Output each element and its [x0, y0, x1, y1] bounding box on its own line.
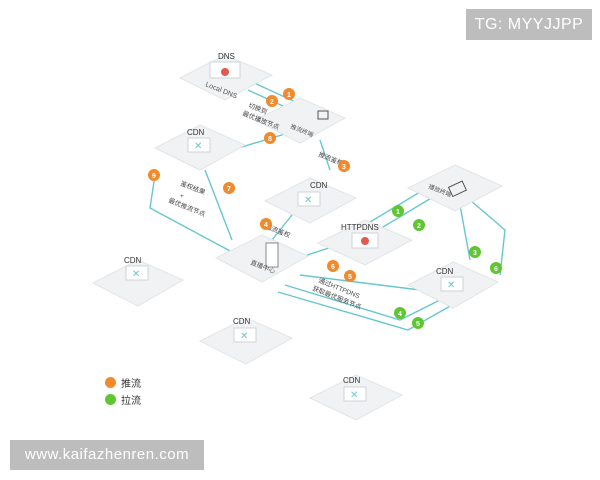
node-cdn-right: ✕ CDN	[406, 261, 500, 309]
line-cdnmid-live	[267, 209, 297, 246]
push-step: 7	[227, 186, 231, 193]
push-step: 2	[270, 99, 274, 106]
node-httpdns: HTTPDNS	[316, 219, 414, 266]
line-play-cdnright-2	[469, 199, 506, 276]
pull-step: 5	[416, 321, 420, 328]
pull-step: 4	[398, 311, 402, 318]
push-steps: 1 2 3 4 5 6 7 8 9	[148, 88, 356, 282]
cdn-left-label: CDN	[124, 256, 142, 265]
pull-step: 3	[473, 250, 477, 257]
cdn-bottom-label: CDN	[343, 376, 361, 385]
line-left-live	[149, 174, 233, 253]
push-step: 8	[268, 136, 272, 143]
legend-push-dot	[105, 377, 116, 388]
httpdns-label: HTTPDNS	[341, 223, 379, 232]
node-cdn-left: ✕ CDN	[91, 256, 185, 307]
video-camera-icon	[317, 110, 329, 120]
node-dns: DNS Local DNS	[178, 52, 274, 101]
pull-step: 6	[494, 266, 498, 273]
node-cdn-bottom-left: ✕ CDN	[198, 317, 294, 365]
cdn-bottom-left-label: CDN	[233, 317, 251, 326]
push-step: 3	[342, 164, 346, 171]
site-watermark: www.kaifazhenren.com	[10, 440, 204, 470]
cdn-right-label: CDN	[436, 267, 454, 276]
annot-plus: +	[180, 193, 184, 200]
annot-optimal-push: 最优推流节点	[167, 196, 207, 219]
network-hub-icon: ✕	[304, 195, 312, 206]
line-play-cdnright	[459, 204, 471, 261]
line-live-cdnright-3	[299, 274, 421, 291]
node-cdn-bottom: ✕ CDN	[308, 374, 404, 421]
push-step: 1	[287, 92, 291, 99]
server-icon	[265, 242, 279, 268]
node-live-center: 直播中心	[214, 234, 310, 283]
pull-step: 2	[417, 223, 421, 230]
gear-icon	[221, 68, 229, 76]
line-push-cdnmid	[319, 139, 331, 171]
network-hub-icon: ✕	[194, 141, 202, 152]
push-step: 6	[331, 264, 335, 271]
legend-pull: 拉流	[105, 392, 141, 407]
gear-icon	[361, 237, 369, 245]
line-cdntop-live	[204, 169, 233, 241]
push-step: 4	[264, 222, 268, 229]
network-hub-icon: ✕	[447, 280, 455, 291]
legend-pull-label: 拉流	[121, 396, 141, 407]
cdn-top-label: CDN	[187, 128, 205, 137]
cdn-mid-label: CDN	[310, 181, 328, 190]
legend-pull-dot	[105, 394, 116, 405]
push-step: 5	[348, 274, 352, 281]
network-hub-icon: ✕	[350, 390, 358, 401]
pull-steps: 1 2 3 4 5 6	[392, 205, 502, 329]
line-live-cdnright	[284, 284, 441, 321]
node-push-terminal: 推流终端	[253, 97, 347, 144]
node-cdn-top: ✕ CDN	[153, 124, 247, 171]
pull-step: 1	[396, 209, 400, 216]
line-dns-push	[251, 81, 301, 105]
tg-watermark: TG: MYYJJPP	[466, 9, 592, 40]
node-cdn-mid: ✕ CDN	[263, 177, 358, 224]
legend-push: 推流	[105, 375, 141, 390]
network-hub-icon: ✕	[132, 269, 140, 280]
legend-push-label: 推流	[121, 379, 141, 390]
network-hub-icon: ✕	[240, 331, 248, 342]
node-play-terminal: 播放终端	[406, 164, 504, 212]
dns-label: DNS	[218, 52, 235, 61]
phone-icon	[447, 180, 468, 198]
line-live-cdnright-2	[277, 291, 453, 331]
push-step: 9	[152, 173, 156, 180]
